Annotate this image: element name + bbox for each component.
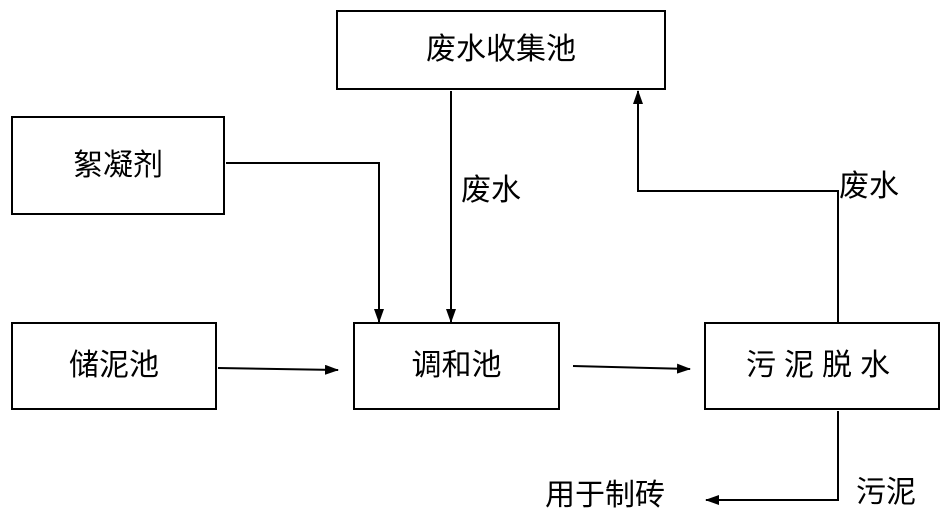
arrow-storage-to-mixing	[217, 364, 339, 375]
arrow-flocculant-to-mixing	[226, 162, 384, 323]
mixing-pool-box: 调和池	[353, 322, 560, 410]
collection-pool-box: 废水收集池	[336, 10, 666, 90]
arrow-dewatering-to-brick	[705, 411, 839, 505]
mixing-pool-label: 调和池	[411, 348, 502, 383]
sludge-storage-label: 储泥池	[69, 348, 159, 383]
sludge-label: 污泥	[856, 475, 916, 510]
wastewater-label-down: 废水	[461, 173, 521, 208]
arrow-mixing-to-dewatering	[572, 363, 691, 374]
sludge-dewatering-box: 污泥脱水	[704, 322, 940, 410]
wastewater-label-return: 废水	[839, 169, 899, 204]
sludge-storage-box: 储泥池	[11, 322, 217, 410]
brick-making-label: 用于制砖	[545, 478, 665, 513]
collection-pool-label: 废水收集池	[426, 32, 576, 67]
flocculant-label: 絮凝剂	[73, 147, 163, 183]
arrow-dewatering-to-collection	[633, 90, 839, 322]
sludge-dewatering-label: 污泥脱水	[746, 348, 898, 383]
flocculant-box: 絮凝剂	[11, 116, 225, 215]
